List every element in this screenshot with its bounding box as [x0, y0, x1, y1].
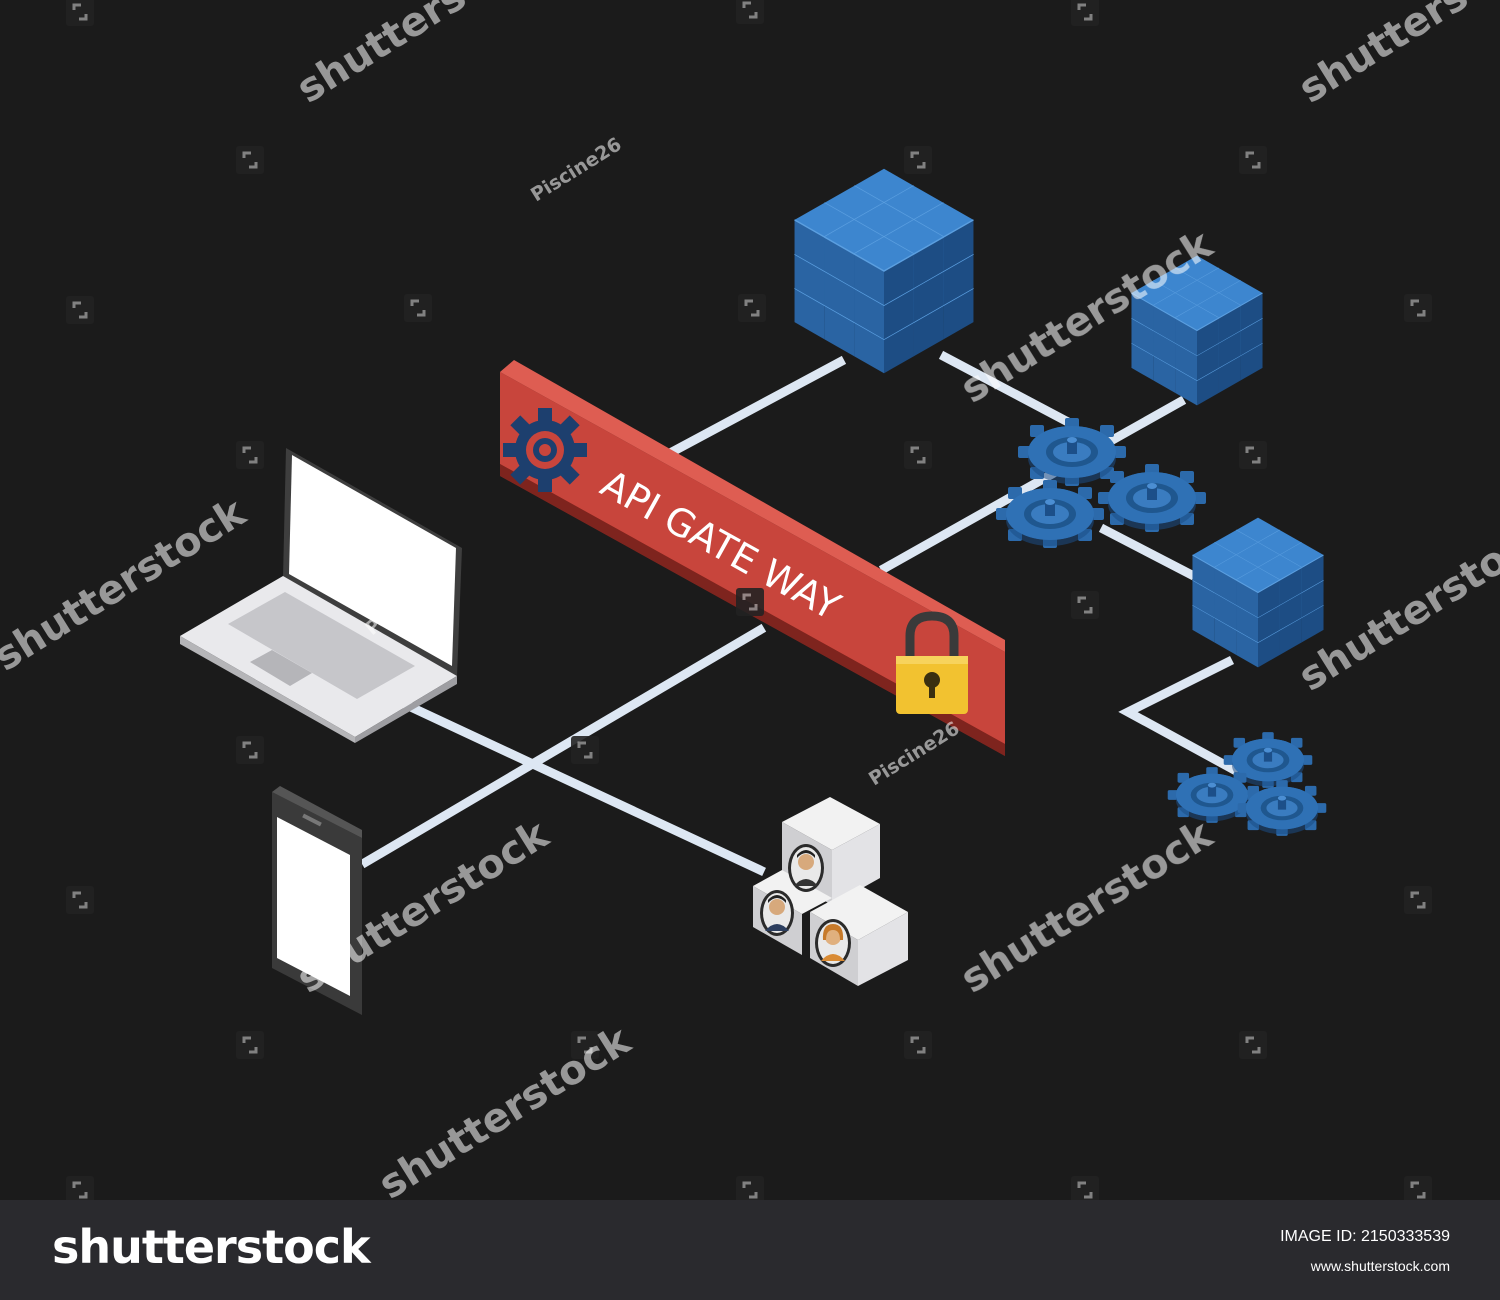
- connector-cube-to-gears-lower: [1118, 655, 1245, 779]
- image-id: IMAGE ID: 2150333539: [1280, 1228, 1450, 1245]
- watermark-contributor: Piscine26: [527, 133, 625, 206]
- smartphone-icon: [272, 786, 362, 1015]
- api-gateway-banner: API GATE WAY: [500, 360, 1005, 756]
- laptop-icon: [180, 448, 462, 743]
- users-icon: [753, 797, 908, 986]
- watermark-text: shutterstock: [371, 1017, 640, 1200]
- service-cube-top-icon: [793, 168, 975, 374]
- connector-cube-to-gears: [938, 350, 1075, 429]
- watermark-contributor: Piscine26: [865, 717, 963, 790]
- connector-laptop-to-users: [394, 696, 766, 876]
- connector-phone-to-gateway: [359, 623, 767, 869]
- watermark-text: shutterstock: [289, 0, 558, 112]
- avatar: [760, 890, 794, 936]
- footer-logo[interactable]: shutterstock: [52, 1220, 371, 1274]
- footer-bar: shutterstock IMAGE ID: 2150333539 www.sh…: [0, 1200, 1500, 1300]
- avatar: [788, 844, 824, 892]
- connector-gateway-to-cube-right: [878, 395, 1187, 575]
- connector-lines: [359, 350, 1245, 876]
- watermark-text: shutterstock: [953, 811, 1222, 1003]
- avatar: [815, 919, 851, 967]
- connector-gears-to-cube-lower: [1098, 523, 1197, 581]
- footer-url[interactable]: www.shutterstock.com: [1310, 1258, 1450, 1274]
- padlock-icon: [896, 611, 968, 714]
- gear-icon: [503, 408, 587, 492]
- watermark-text: shutterstock: [1291, 0, 1500, 112]
- service-cube-lower-icon: [1191, 517, 1325, 668]
- connector-gateway-to-cube-top: [665, 355, 847, 459]
